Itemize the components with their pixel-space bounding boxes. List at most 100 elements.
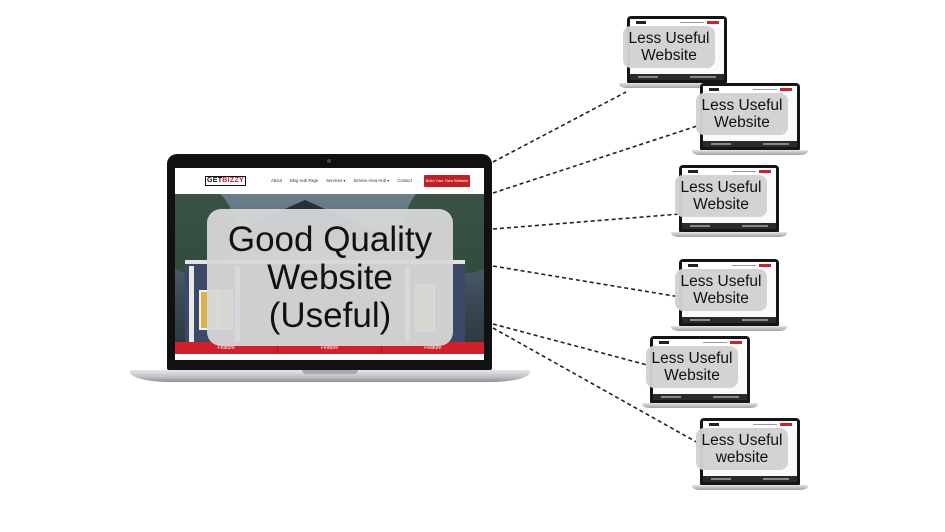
mini-footer-block (763, 143, 789, 145)
mini-logo (688, 264, 698, 267)
mini-nav-links (753, 424, 777, 425)
nav-link-about[interactable]: About (271, 178, 282, 183)
mini-laptop: Less Useful website (692, 418, 808, 494)
mini-navbar (682, 262, 776, 270)
mini-navbar (703, 86, 797, 94)
mini-footer-block (763, 478, 789, 480)
connector-line (492, 124, 701, 194)
label-line: Website (693, 290, 749, 307)
mini-footer-block (661, 396, 681, 398)
mini-footer-block (711, 478, 731, 480)
label-line: (Useful) (268, 295, 392, 335)
less-useful-label: Less Useful Website (675, 175, 767, 217)
label-line: Less Useful (680, 273, 762, 290)
feature-item[interactable]: Feature (278, 342, 382, 354)
mini-footer-block (690, 76, 716, 78)
mini-nav-links (680, 22, 704, 23)
good-quality-label: Good Quality Website (Useful) (207, 209, 453, 346)
nav-link-services[interactable]: Services ▾ (326, 178, 346, 183)
less-useful-label: Less Useful Website (646, 346, 738, 388)
mini-cta (759, 264, 771, 267)
mini-footer (703, 141, 797, 147)
label-line: Less Useful (701, 432, 783, 449)
mini-footer (682, 223, 776, 229)
mini-footer-block (742, 225, 768, 227)
site-navbar: GETBIZZY About Blog Hub Page Services ▾ … (175, 168, 484, 194)
label-line: Website (714, 114, 770, 131)
label-line: Less Useful (651, 350, 733, 367)
connector-line (492, 265, 681, 298)
label-line: Website (267, 257, 393, 297)
mini-footer-block (742, 319, 768, 321)
mini-footer (682, 317, 776, 323)
mini-logo (709, 423, 719, 426)
label-line: Website (664, 367, 720, 384)
connector-line (492, 91, 627, 163)
main-laptop-notch (302, 370, 358, 374)
label-line: Website (641, 47, 697, 64)
mini-logo (709, 88, 719, 91)
mini-logo (688, 170, 698, 173)
connector-line (492, 323, 652, 367)
mini-cta (730, 341, 742, 344)
mini-navbar (630, 19, 724, 27)
less-useful-label: Less Useful website (696, 428, 788, 470)
mini-footer-block (638, 76, 658, 78)
mini-nav-links (732, 171, 756, 172)
mini-laptop: Less Useful Website (671, 165, 787, 241)
connector-line (492, 213, 681, 230)
mini-laptop-base (642, 403, 758, 408)
mini-cta (780, 88, 792, 91)
mini-logo (659, 341, 669, 344)
label-line: website (715, 449, 769, 466)
nav-link-contact[interactable]: Contact (397, 178, 412, 183)
mini-laptop: Less Useful Website (619, 16, 735, 92)
mini-nav-links (703, 342, 727, 343)
mini-laptop-base (671, 232, 787, 237)
mini-laptop-base (671, 326, 787, 331)
main-laptop-base (130, 370, 530, 382)
main-laptop: GETBIZZY About Blog Hub Page Services ▾ … (130, 154, 530, 386)
nav-link-blog-hub[interactable]: Blog Hub Page (289, 178, 319, 183)
mini-footer-block (690, 319, 710, 321)
mini-footer (630, 74, 724, 80)
label-line: Less Useful (680, 179, 762, 196)
mini-cta (780, 423, 792, 426)
mini-cta (707, 21, 719, 24)
mini-laptop-base (692, 150, 808, 155)
connector-line (492, 327, 701, 445)
label-line: Website (693, 196, 749, 213)
label-line: Less Useful (628, 30, 710, 47)
mini-nav-links (732, 265, 756, 266)
camera-icon (327, 159, 331, 163)
mini-navbar (653, 339, 747, 347)
mini-footer (703, 476, 797, 482)
mini-laptop: Less Useful Website (692, 83, 808, 159)
porch-column (189, 266, 194, 342)
less-useful-label: Less Useful Website (623, 26, 715, 68)
mini-logo (636, 21, 646, 24)
mini-footer (653, 394, 747, 400)
mini-navbar (682, 168, 776, 176)
site-logo: GETBIZZY (205, 176, 247, 186)
label-line: Less Useful (701, 97, 783, 114)
site-nav-links: About Blog Hub Page Services ▾ Service A… (271, 178, 412, 183)
mini-laptop: Less Useful Website (671, 259, 787, 335)
mini-navbar (703, 421, 797, 429)
label-line: Good Quality (227, 219, 433, 259)
feature-item[interactable]: Feature (424, 345, 442, 351)
mini-laptop: Less Useful Website (642, 336, 758, 412)
less-useful-label: Less Useful Website (696, 93, 788, 135)
build-website-button[interactable]: Build Your Own Website (424, 175, 470, 187)
mini-laptop-base (692, 485, 808, 490)
mini-footer-block (713, 396, 739, 398)
mini-nav-links (753, 89, 777, 90)
nav-link-service-area[interactable]: Service Area Hub ▾ (353, 178, 390, 183)
less-useful-label: Less Useful Website (675, 269, 767, 311)
mini-footer-block (711, 143, 731, 145)
mini-laptop-base (619, 83, 735, 88)
feature-item[interactable]: Feature (175, 342, 279, 354)
mini-cta (759, 170, 771, 173)
mini-footer-block (690, 225, 710, 227)
